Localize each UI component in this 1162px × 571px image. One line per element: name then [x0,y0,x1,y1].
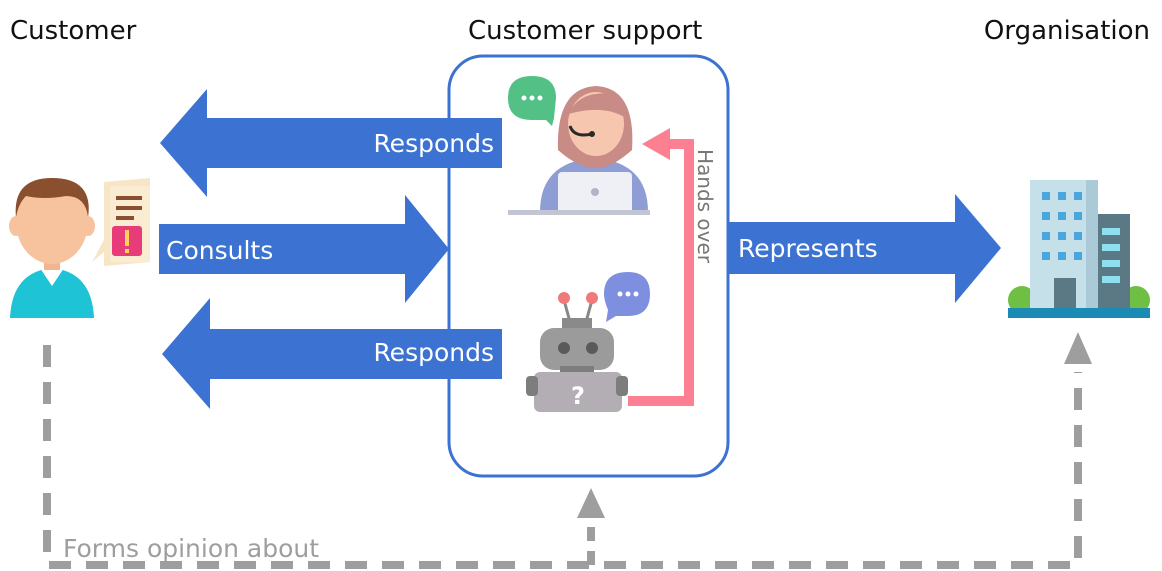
forms-opinion-label: Forms opinion about [63,534,319,563]
represents-arrow [729,194,1001,303]
consults-label: Consults [166,236,273,265]
consults-arrow [159,195,449,303]
heading-customer: Customer [10,16,137,46]
responds-human-label: Responds [373,129,494,158]
hands-over-arrow-line [628,139,694,406]
alert-document-icon [92,178,150,266]
customer-icon [9,178,95,318]
represents-label: Represents [738,234,878,263]
bot-chat-bubble-icon [604,272,650,322]
heading-organisation: Organisation [984,16,1150,46]
agent-chat-bubble-icon [508,76,556,126]
responds-bot-arrow [162,298,502,409]
office-building-icon [1008,180,1150,318]
forms-opinion-dashed-line [43,345,1082,569]
opinion-arrowhead-support [577,488,605,518]
hands-over-label: Hands over [693,149,717,264]
hands-over-arrowhead [642,128,670,160]
headset-support-agent-icon [508,86,650,215]
customer-support-box [447,54,730,478]
svg-text:?: ? [571,382,585,410]
heading-customer-support: Customer support [468,16,702,46]
opinion-arrowhead-organisation [1064,332,1092,364]
chatbot-robot-icon: ? [526,292,628,412]
responds-human-arrow [160,89,502,197]
responds-bot-label: Responds [373,338,494,367]
